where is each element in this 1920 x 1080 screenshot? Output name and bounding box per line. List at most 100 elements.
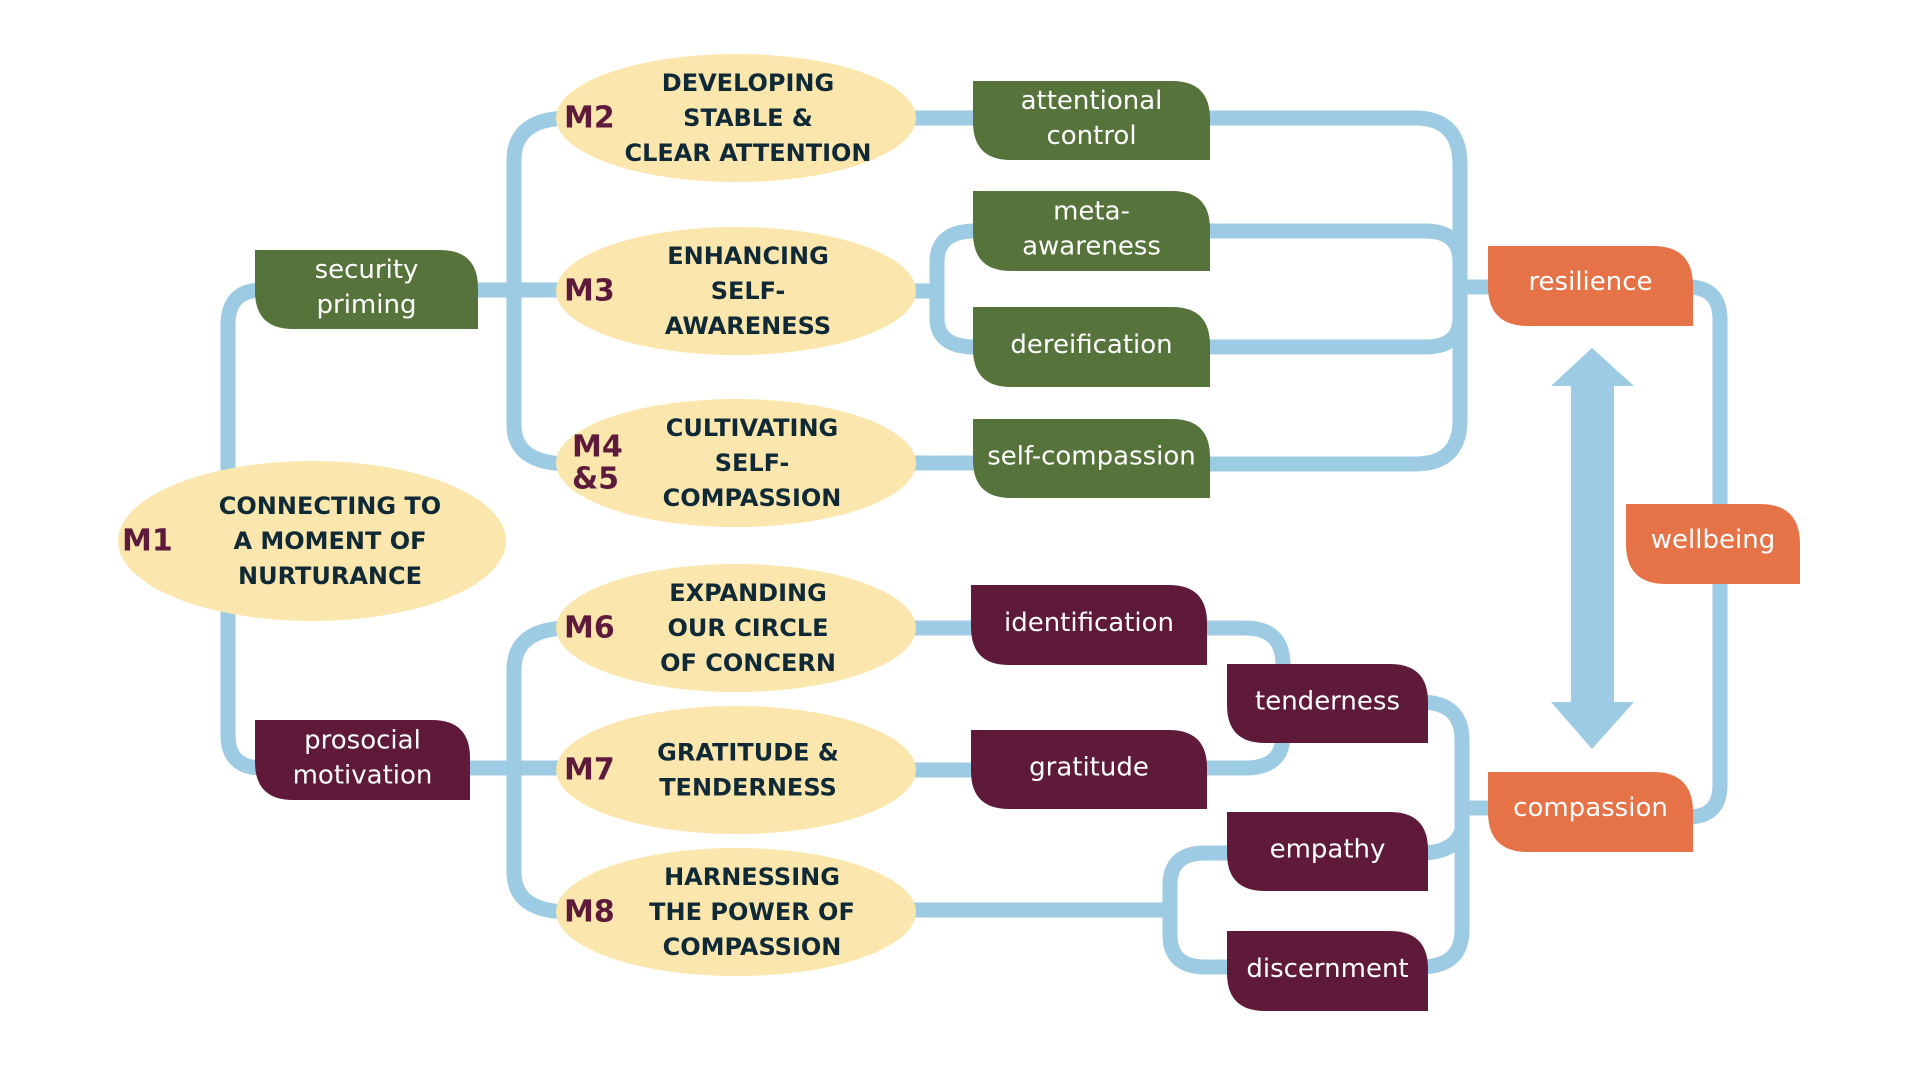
process-self-compassion[interactable]: self-compassion xyxy=(973,419,1210,498)
process-box xyxy=(971,730,1207,809)
module-label: M6 xyxy=(564,611,615,646)
process-label: security xyxy=(315,255,419,285)
process-label: motivation xyxy=(293,761,433,791)
module-title-line: AWARENESS xyxy=(665,312,831,340)
process-label: awareness xyxy=(1022,232,1161,262)
module-m8[interactable]: M8 HARNESSING THE POWER OF COMPASSION xyxy=(556,848,916,976)
process-label: control xyxy=(1046,121,1136,151)
module-title-line: SELF- xyxy=(715,449,790,477)
process-security-priming[interactable]: security priming xyxy=(255,250,478,329)
module-title-line: CLEAR ATTENTION xyxy=(625,139,872,167)
module-title-line: THE POWER OF xyxy=(649,898,855,926)
process-box xyxy=(1227,812,1428,891)
module-title-line: ENHANCING xyxy=(667,242,829,270)
module-title-line: COMPASSION xyxy=(663,484,842,512)
process-label: gratitude xyxy=(1029,753,1149,783)
process-label: prosocial xyxy=(304,726,421,756)
process-box xyxy=(973,419,1210,498)
connector-attentional-collector xyxy=(1205,110,1468,472)
module-title-line: A MOMENT OF xyxy=(233,527,426,555)
process-label: attentional xyxy=(1021,86,1163,116)
module-m6[interactable]: M6 EXPANDING OUR CIRCLE OF CONCERN xyxy=(556,564,916,692)
process-label: meta- xyxy=(1053,197,1130,227)
module-ellipse xyxy=(556,399,916,527)
process-label: empathy xyxy=(1270,835,1386,865)
bidirectional-arrow xyxy=(1551,348,1634,749)
module-label: M3 xyxy=(564,274,615,309)
module-title-line: CULTIVATING xyxy=(666,414,838,442)
module-title-line: GRATITUDE & xyxy=(657,739,839,767)
connector-upper-bracket xyxy=(506,110,571,472)
outcome-wellbeing[interactable]: wellbeing xyxy=(1626,504,1800,584)
module-ellipse xyxy=(556,564,916,692)
outcome-label: compassion xyxy=(1513,793,1668,823)
arrow-shaft xyxy=(1571,385,1614,703)
process-empathy[interactable]: empathy xyxy=(1227,812,1428,891)
process-tenderness[interactable]: tenderness xyxy=(1227,664,1428,743)
connector-meta-collector xyxy=(1205,223,1468,355)
module-title-line: HARNESSING xyxy=(664,863,840,891)
module-m45[interactable]: M4&5 CULTIVATING SELF- COMPASSION xyxy=(556,399,916,527)
process-box xyxy=(973,191,1210,271)
process-dereification[interactable]: dereification xyxy=(973,307,1210,387)
process-box xyxy=(973,307,1210,387)
process-box xyxy=(971,585,1207,665)
connector-meta-dereif-bracket xyxy=(929,223,983,355)
module-label: M1 xyxy=(122,524,173,559)
module-title-line: CONNECTING TO xyxy=(219,492,441,520)
process-label: identification xyxy=(1004,608,1174,638)
process-label: dereification xyxy=(1010,330,1172,360)
module-label: &5 xyxy=(572,462,619,497)
module-ellipse xyxy=(556,227,916,355)
module-m2[interactable]: M2 DEVELOPING STABLE & CLEAR ATTENTION xyxy=(556,54,916,182)
module-m3[interactable]: M3 ENHANCING SELF- AWARENESS xyxy=(556,227,916,355)
module-title-line: OUR CIRCLE xyxy=(667,614,828,642)
diagram-nodes: M1 CONNECTING TO A MOMENT OF NURTURANCE M2 DE… xyxy=(118,54,1800,1011)
process-box xyxy=(1227,931,1428,1011)
outcome-compassion[interactable]: compassion xyxy=(1488,772,1693,852)
module-label: M8 xyxy=(564,895,615,930)
process-box xyxy=(255,720,470,800)
module-title-line: STABLE & xyxy=(683,104,813,132)
process-box xyxy=(973,81,1210,160)
process-box xyxy=(1227,664,1428,743)
module-label: M7 xyxy=(564,753,615,788)
outcome-resilience[interactable]: resilience xyxy=(1488,246,1693,326)
module-m7[interactable]: M7 GRATITUDE & TENDERNESS xyxy=(556,706,916,834)
process-box xyxy=(255,250,478,329)
process-prosocial-motivation[interactable]: prosocial motivation xyxy=(255,720,470,800)
module-title-line: OF CONCERN xyxy=(660,649,836,677)
outcome-label: wellbeing xyxy=(1651,525,1775,555)
process-label: self-compassion xyxy=(987,442,1196,472)
outcome-box xyxy=(1488,246,1693,326)
process-label: tenderness xyxy=(1255,687,1400,717)
outcome-box xyxy=(1626,504,1800,584)
module-title-line: COMPASSION xyxy=(663,933,842,961)
process-label: discernment xyxy=(1246,954,1408,984)
process-discernment[interactable]: discernment xyxy=(1227,931,1428,1011)
process-identification[interactable]: identification xyxy=(971,585,1207,665)
module-title-line: NURTURANCE xyxy=(238,562,422,590)
process-meta-awareness[interactable]: meta-awareness xyxy=(973,191,1210,271)
process-label: priming xyxy=(317,290,417,320)
module-ellipse xyxy=(118,461,506,621)
module-title-line: SELF- xyxy=(711,277,786,305)
process-gratitude[interactable]: gratitude xyxy=(971,730,1207,809)
arrow-down-head xyxy=(1551,702,1634,749)
module-title-line: TENDERNESS xyxy=(659,774,837,802)
process-attentional-control[interactable]: attentional control xyxy=(973,81,1210,160)
connector-empathy-discernment-bracket xyxy=(1162,845,1235,975)
module-label: M2 xyxy=(564,101,615,136)
arrow-up-head xyxy=(1551,348,1634,386)
connector-lower-bracket xyxy=(506,620,571,920)
outcome-box xyxy=(1488,772,1693,852)
outcome-label: resilience xyxy=(1528,267,1652,297)
module-ellipse xyxy=(556,706,916,834)
module-m1[interactable]: M1 CONNECTING TO A MOMENT OF NURTURANCE xyxy=(118,461,506,621)
module-ellipse xyxy=(556,54,916,182)
module-ellipse xyxy=(556,848,916,976)
module-title-line: DEVELOPING xyxy=(662,69,834,97)
module-title-line: EXPANDING xyxy=(669,579,827,607)
module-label: M4 xyxy=(572,430,623,465)
